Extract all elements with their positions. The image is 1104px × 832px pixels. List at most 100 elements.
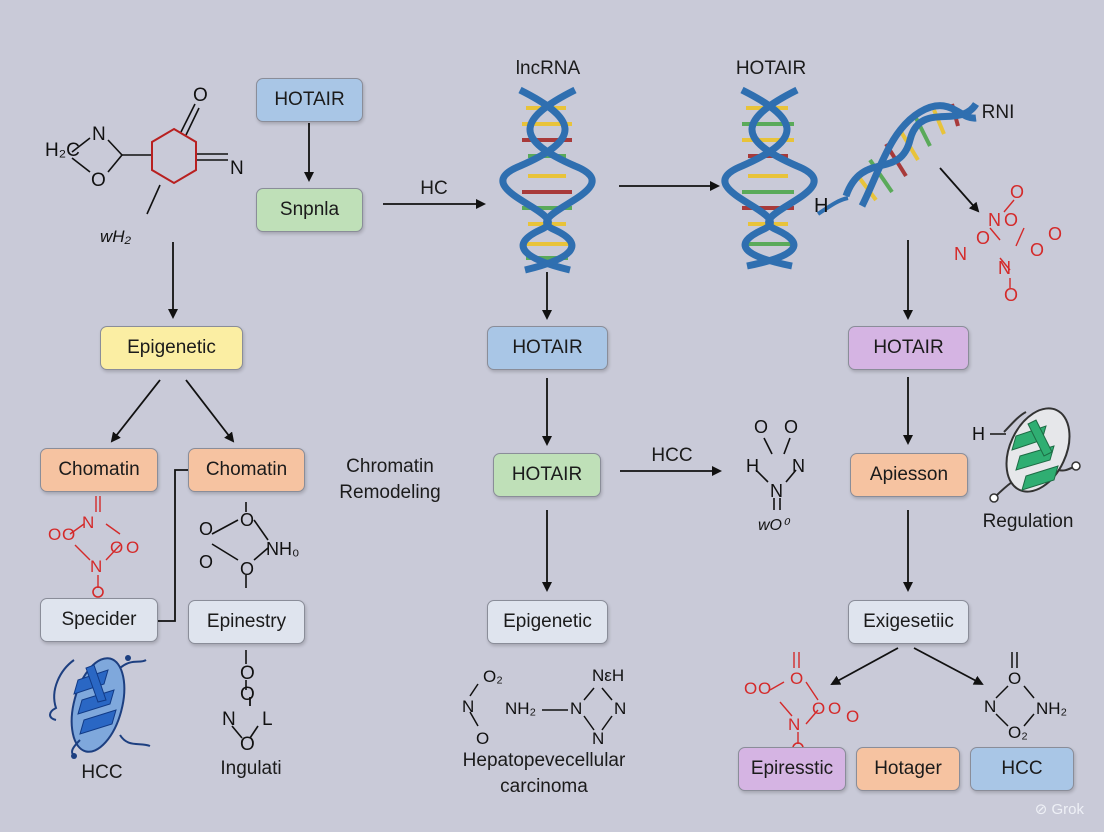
hotager-box[interactable]: Hotager [856,747,960,791]
hcc-bottom-label: HCC [81,762,123,783]
protein-blue-icon [49,655,151,759]
hepatocellular-label: Hepatopevecellular carcinoma [462,750,626,797]
exigesetiic-box[interactable]: Exigesetiic [848,600,969,644]
chem-o: O [91,170,106,191]
m-n-2: N [570,699,582,718]
m-nh: NεH [592,666,624,685]
arrow-epigenetic-to-chomatin-2 [185,379,235,443]
r-o-5: O [1030,240,1044,260]
hotair-top-box[interactable]: HOTAIR [256,78,363,122]
r-o-1: O [1010,182,1024,202]
chem-n: N [92,124,106,145]
bn-n: N [984,697,996,716]
i-o-1: O [240,663,255,684]
dna-helix-3-icon [816,101,979,216]
hotair-mid-box-2[interactable]: HOTAIR [493,453,601,497]
br-o-5: O [828,699,841,718]
i-l: L [262,709,273,730]
red-o-4: O [126,538,139,557]
bn-o: O [1008,669,1021,688]
hcc-arrow-label: HCC [651,445,693,466]
br-o-2: O [758,679,771,698]
molecule-center-right: O O H N N wO⁰ [746,417,805,534]
m-o2: O₂ [483,667,503,686]
arrow-to-bottom-left [830,647,899,685]
hotair-mid-box-1[interactable]: HOTAIR [487,326,608,370]
hc-arrow-label: HC [420,178,448,199]
red-molecule-bottom-right: O O O O O O N [744,652,859,754]
m-n-4: N [592,729,604,748]
h-o-2: O [784,417,798,437]
m-o: O [476,729,489,748]
bn-nh2: NH₂ [1036,699,1067,718]
epigenetic-left-box[interactable]: Epigenetic [100,326,243,370]
chromatin-remodeling-label: Chromatin Remodeling [339,456,441,503]
r-o-6: O [1004,285,1018,305]
i-o-2: O [240,684,255,705]
e-o-2: O [199,552,213,572]
chomatin-box-2[interactable]: Chomatin [188,448,305,492]
epiresstic-box[interactable]: Epiresstic [738,747,846,791]
epinestry-box[interactable]: Epinestry [188,600,305,644]
m-n-3: N [614,699,626,718]
regulation-label: Regulation [982,511,1074,532]
i-n: N [222,709,236,730]
hcc-box[interactable]: HCC [970,747,1074,791]
bn-o2: O₂ [1008,723,1028,742]
rni-label: RNI [981,102,1015,123]
epigenetic-mid-box[interactable]: Epigenetic [487,600,608,644]
specider-box[interactable]: Specider [40,598,158,642]
reg-h: H [972,424,985,444]
r-n-3: N [998,258,1011,278]
i-o-3: O [240,734,255,755]
red-o-2: O [62,525,75,544]
h-o-1: O [754,417,768,437]
red-n-1: N [82,513,94,532]
red-o-3: O [110,538,123,557]
br-o-6: O [846,707,859,726]
connector-specider-chomatin [157,469,190,622]
e-o-4: O [240,559,254,579]
watermark-text: Grok [1051,801,1084,818]
hotair-right-box[interactable]: HOTAIR [848,326,969,370]
apiesson-box[interactable]: Apiesson [850,453,968,497]
chem-n-eq: N [230,158,244,179]
molecule-top-left: H₂C N O O N wH₂ [45,85,244,246]
chem-o-top: O [193,85,208,106]
e-nh: NH₀ [266,539,299,559]
red-molecule-left: O O N O O N [48,496,139,598]
arrow-rna-to-molecule [939,167,980,213]
r-o-2: O [1004,210,1018,230]
dna-helix-2-icon [721,86,818,270]
h-n-2: N [770,481,783,501]
h-n: N [792,456,805,476]
br-n: N [788,715,800,734]
e-o-1: O [199,519,213,539]
br-o-1: O [744,679,757,698]
arrow-epigenetic-to-chomatin-1 [110,379,161,443]
red-n-2: N [90,557,102,576]
snpnla-box[interactable]: Snpnla [256,188,363,232]
e-o-3: O [240,510,254,530]
h-wo: wO⁰ [758,517,791,534]
black-molecule-left: O O O NH₀ O [199,502,299,588]
molecule-middle-bottom: O₂ N O NH₂ NεH N N N [462,666,626,748]
chem-wh2: wH₂ [100,227,132,246]
molecule-bottom-right: O N NH₂ O₂ [984,652,1067,742]
h-dna-label: H [814,195,828,217]
chomatin-box-1[interactable]: Chomatin [40,448,158,492]
watermark: ⊘ Grok [1034,801,1084,818]
chem-h2c: H₂C [45,140,80,161]
r-n-1: N [988,210,1001,230]
h-h: H [746,456,759,476]
br-o-4: O [812,699,825,718]
hotair-dna-label: HOTAIR [735,58,807,79]
br-o-3: O [790,669,803,688]
ingulati-label: Ingulati [220,758,282,779]
r-o-4: O [1048,224,1062,244]
dna-helix-1-icon [499,86,596,274]
lncrna-label: lncRNA [515,58,581,79]
ingulati-molecule: O O N L O [222,650,273,755]
red-o-1: O [48,525,61,544]
protein-green-icon: H [972,407,1081,503]
